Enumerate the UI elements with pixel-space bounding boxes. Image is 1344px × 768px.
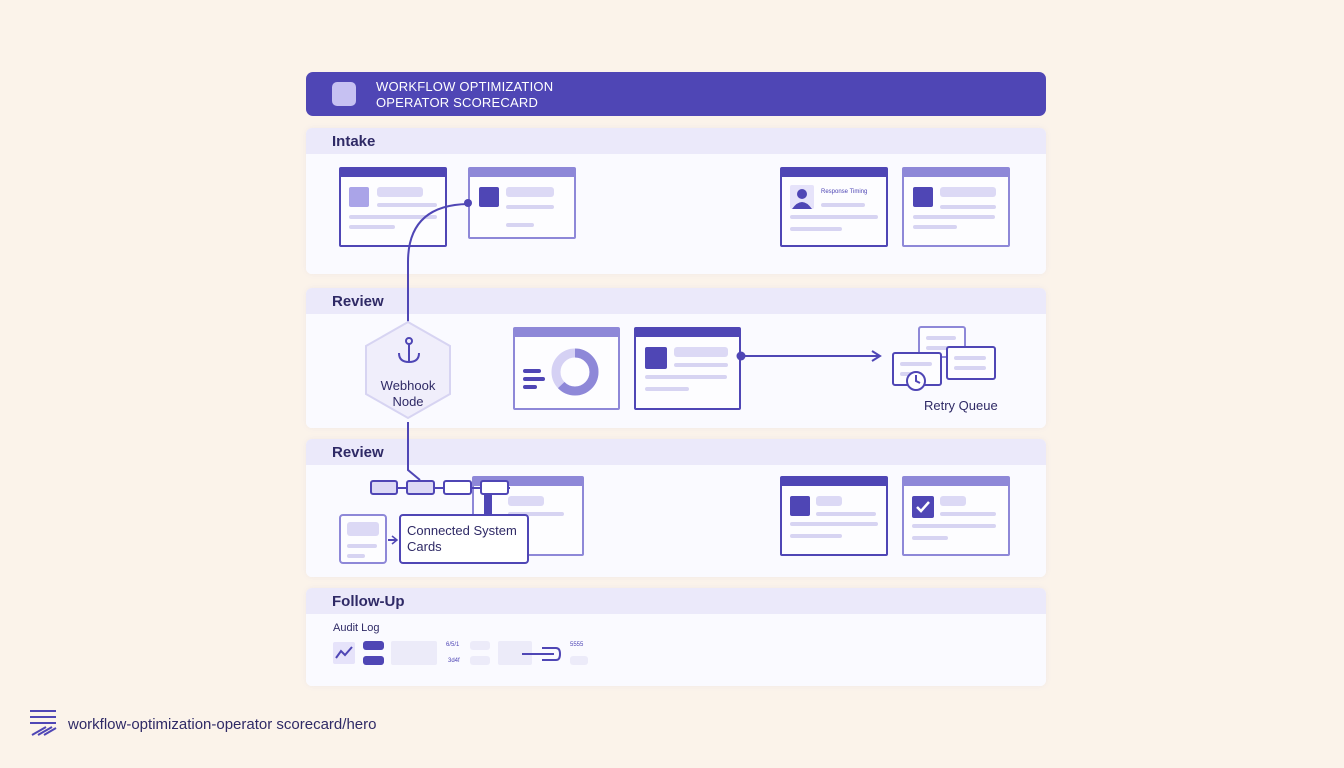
audit-block (391, 641, 437, 665)
audit-link-connector (522, 647, 562, 661)
audit-tiny-b: 5555 (570, 642, 584, 648)
connected-system-cards-box[interactable]: Connected System Cards (399, 514, 529, 564)
lane-header (306, 288, 1046, 314)
response-timing-label: Response Timing (821, 189, 868, 195)
audit-bar-2 (363, 656, 384, 665)
audit-pill-3 (570, 656, 588, 665)
lane-header (306, 588, 1046, 614)
audit-pill-2 (470, 656, 490, 665)
webhook-label-line2: Node (392, 394, 424, 409)
intake-card-4[interactable] (902, 167, 1010, 247)
lane-title: Follow-Up (332, 593, 405, 610)
header-title-line1: WORKFLOW OPTIMIZATION (376, 79, 554, 94)
checkmark-icon (912, 496, 934, 518)
clock-icon (905, 370, 927, 392)
lane-header (306, 439, 1046, 465)
connected-label-line1: Connected System (407, 523, 517, 538)
audit-tiny-c: 3d4f (448, 658, 460, 664)
review2-card-4[interactable] (902, 476, 1010, 556)
chain-node-4[interactable] (480, 480, 509, 495)
webhook-label-line1: Webhook (380, 378, 436, 393)
audit-pill-1 (470, 641, 490, 650)
review-card-2[interactable] (634, 327, 741, 410)
stripes-logo-icon (30, 710, 57, 736)
webhook-node[interactable] (364, 320, 452, 420)
footer-path: workflow-optimization-operator scorecard… (68, 716, 377, 733)
intake-card-2[interactable] (468, 167, 576, 239)
header-title-line2: OPERATOR SCORECARD (376, 95, 539, 110)
donut-icon (551, 348, 599, 396)
lane-title: Intake (332, 133, 376, 150)
lane-header (306, 128, 1046, 154)
retry-card-right (946, 346, 996, 380)
connected-label-line2: Cards (407, 539, 442, 554)
chain-node-2[interactable] (406, 480, 435, 495)
audit-log-label: Audit Log (333, 622, 380, 634)
chain-node-1[interactable] (370, 480, 398, 495)
review2-card-3[interactable] (780, 476, 888, 556)
header-logo-square (332, 82, 356, 106)
anchor-icon (398, 337, 420, 364)
intake-card-response-timing[interactable]: Response Timing (780, 167, 888, 247)
review-donut-card[interactable] (513, 327, 620, 410)
intake-card-1[interactable] (339, 167, 447, 247)
audit-bar-1 (363, 641, 384, 650)
chain-node-3[interactable] (443, 480, 472, 495)
trend-icon (333, 642, 355, 664)
lane-title: Review (332, 444, 384, 461)
retry-queue-label: Retry Queue (924, 398, 998, 413)
audit-tiny-a: 6/5/1 (446, 642, 460, 648)
lane-title: Review (332, 293, 384, 310)
person-icon (790, 185, 814, 209)
scorecard-header: WORKFLOW OPTIMIZATION OPERATOR SCORECARD (306, 72, 1046, 116)
connected-small-card[interactable] (339, 514, 387, 564)
